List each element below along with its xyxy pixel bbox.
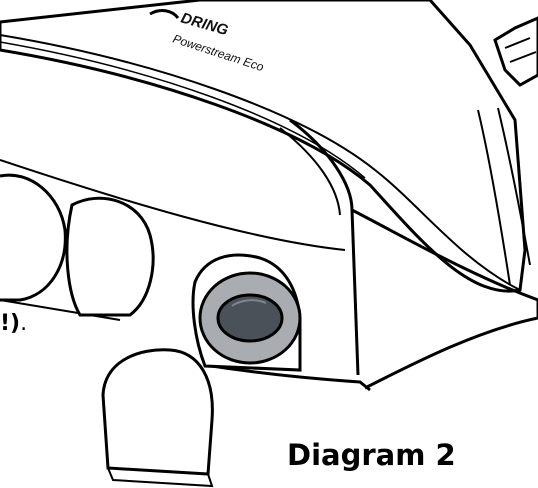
housing-front-corner-inner: [279, 127, 341, 216]
housing-front-corner: [289, 118, 360, 376]
housing-right-side: [351, 208, 538, 390]
brand-logo-mark: [149, 9, 180, 19]
lens-reflection: [231, 299, 267, 307]
diagram-caption: Diagram 2: [287, 438, 456, 472]
cropped-text-fragment: !): [0, 311, 21, 336]
housing-top-edge: [0, 34, 521, 291]
housing-right-panel-line: [477, 109, 511, 286]
grommet-left: [0, 173, 67, 302]
cable-clamp: [493, 16, 538, 87]
housing-right-panel-line-2: [497, 107, 531, 266]
cropped-body-text: !).: [0, 311, 27, 337]
lens-inner: [216, 293, 284, 343]
housing-top-edge-inner: [0, 41, 366, 179]
cable-clamp-detail: [504, 37, 537, 63]
blanking-cap-edge: [102, 394, 109, 469]
housing-front-face: [0, 159, 346, 321]
cropped-text-period: .: [20, 311, 28, 336]
blanking-cap: [101, 348, 214, 476]
grommet-middle: [65, 196, 155, 317]
blanking-cap-rim: [107, 467, 214, 488]
